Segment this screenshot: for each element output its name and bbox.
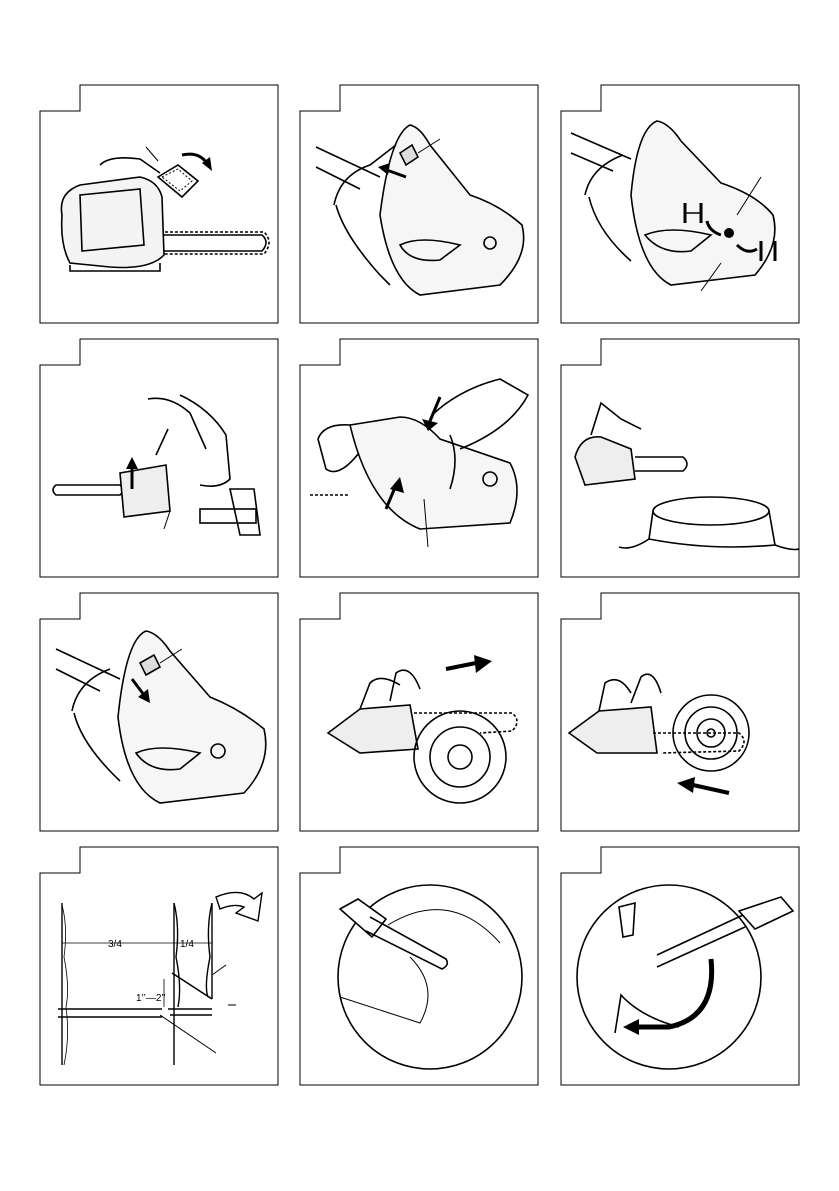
throttle-lever-illustration xyxy=(300,339,538,577)
stop-switch-illustration xyxy=(40,593,278,831)
illustration-panel-5 xyxy=(300,339,538,577)
illustration-panel-11 xyxy=(300,847,538,1085)
illustration-panel-4 xyxy=(40,339,278,577)
illustration-panel-2 xyxy=(300,85,538,323)
illustration-panel-12 xyxy=(561,847,799,1085)
illustration-panel-10: 3/4 1/4 1’’—2’’ xyxy=(40,847,278,1085)
bucking-push-illustration xyxy=(300,593,538,831)
illustration-panel-8 xyxy=(300,593,538,831)
label-one-quarter: 1/4 xyxy=(180,939,194,950)
throttle-lock-illustration xyxy=(300,85,538,323)
label-three-quarter: 3/4 xyxy=(108,939,122,950)
felling-notch-diagram: 3/4 1/4 1’’—2’’ xyxy=(40,847,278,1085)
fall-direction-arrow-icon xyxy=(216,892,262,921)
illustration-panel-1 xyxy=(40,85,278,323)
boring-cut-illustration xyxy=(300,847,538,1085)
illustration-panel-9 xyxy=(561,593,799,831)
starting-position-illustration xyxy=(40,339,278,577)
cutting-stump-illustration xyxy=(561,339,799,577)
arrow-right-icon xyxy=(446,655,492,673)
arrow-left-icon xyxy=(677,777,729,793)
chain-brake-illustration xyxy=(40,85,278,323)
illustration-panel-3 xyxy=(561,85,799,323)
illustration-panel-6 xyxy=(561,339,799,577)
sweeping-cut-illustration xyxy=(561,847,799,1085)
idle-adjust-illustration xyxy=(561,85,799,323)
arrow-right-icon xyxy=(182,154,212,171)
bucking-pull-illustration xyxy=(561,593,799,831)
label-hinge-height: 1’’—2’’ xyxy=(136,993,166,1004)
illustration-panel-7 xyxy=(40,593,278,831)
